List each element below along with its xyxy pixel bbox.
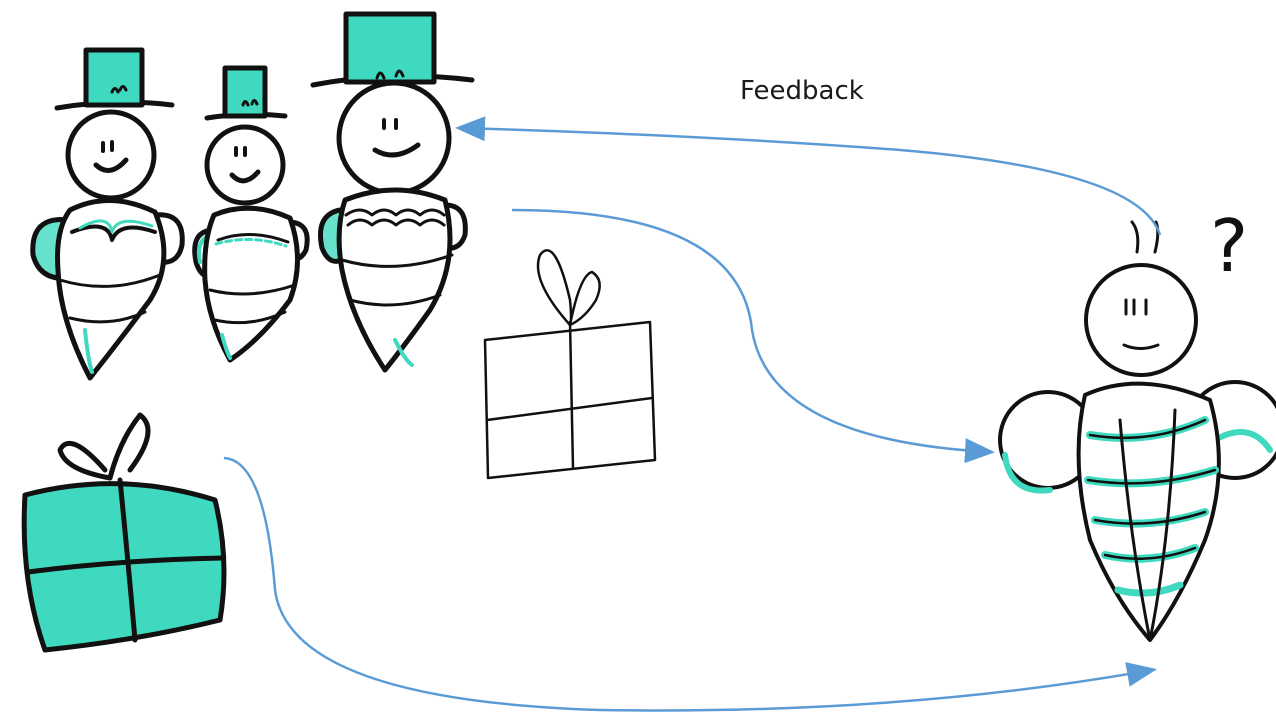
bee-with-hat-right	[313, 14, 472, 370]
question-mark-label: ?	[1210, 210, 1248, 282]
gift-teal	[24, 415, 224, 650]
gift-teal-arrow	[224, 458, 1152, 711]
feedback-arrow	[460, 128, 1160, 235]
feedback-label: Feedback	[740, 76, 864, 106]
bee-with-hat-middle	[195, 68, 307, 360]
gift-outline	[485, 250, 655, 478]
bee-with-hat-left	[33, 50, 182, 378]
